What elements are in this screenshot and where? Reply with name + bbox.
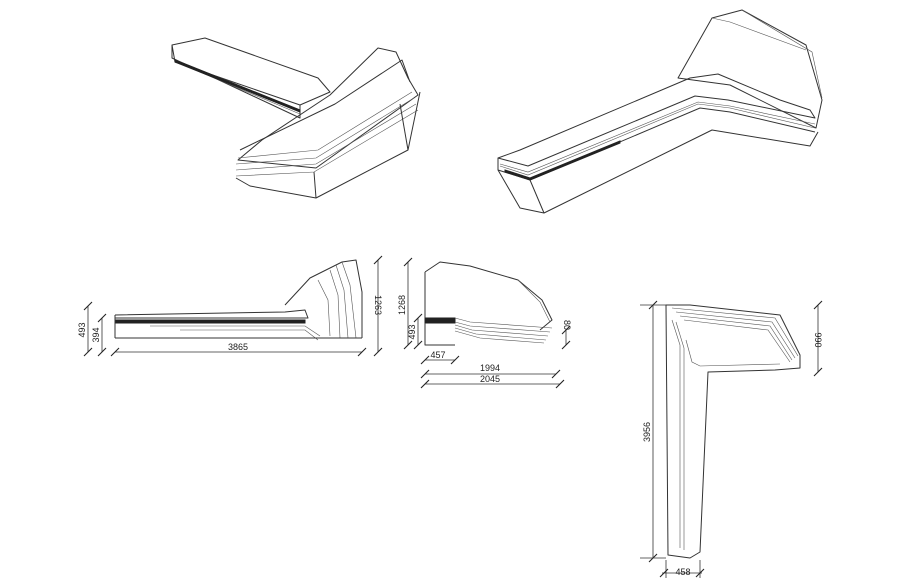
isometric-view-left <box>171 37 421 199</box>
end-elevation-dimensions: 1268 493 80 457 1994 2045 <box>397 257 572 389</box>
plan-view <box>665 304 801 559</box>
dim-length-3956: 3956 <box>642 422 652 442</box>
dim-height-1263: 1263 <box>373 295 383 315</box>
side-elevation-dimensions: 3865 493 394 1263 <box>77 255 383 357</box>
dim-height-493: 493 <box>77 322 87 337</box>
dim-width-1994: 1994 <box>480 363 500 373</box>
dim-height-394: 394 <box>91 327 101 342</box>
dim-length-3865: 3865 <box>228 342 248 352</box>
dim-depth-990: 990 <box>813 332 823 347</box>
isometric-view-right <box>497 9 823 214</box>
dim-width-458: 458 <box>675 567 690 577</box>
plan-view-dimensions: 3956 990 458 <box>640 300 823 578</box>
side-elevation <box>114 259 363 341</box>
dim-height-1268: 1268 <box>397 295 407 315</box>
end-elevation <box>424 261 553 346</box>
dim-offset-80: 80 <box>562 320 572 330</box>
dim-width-457: 457 <box>430 350 445 360</box>
dim-height-493-end: 493 <box>407 324 417 339</box>
dim-width-2045: 2045 <box>480 374 500 384</box>
